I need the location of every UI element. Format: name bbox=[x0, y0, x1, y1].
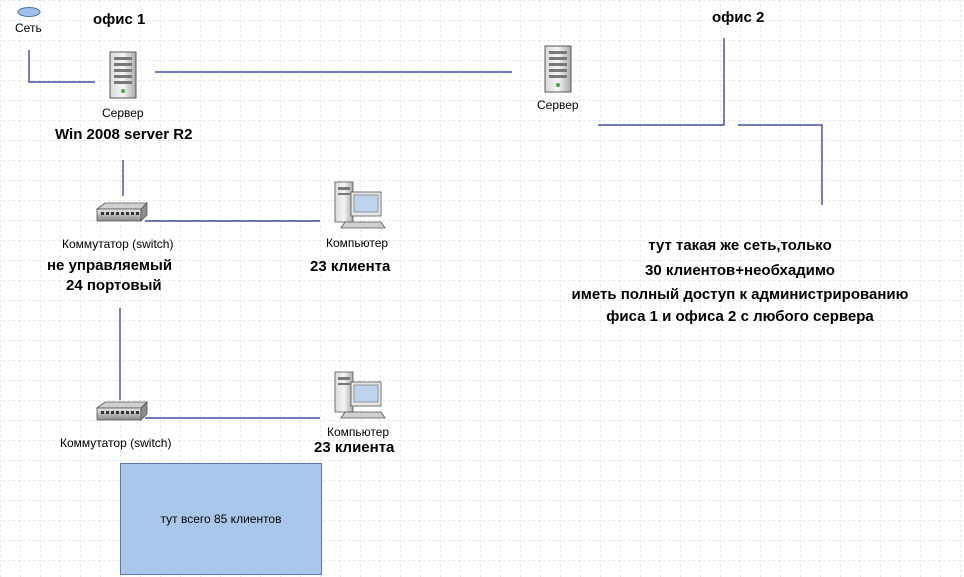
connections bbox=[28, 38, 823, 419]
office2-note-line4: фиса 1 и офиса 2 с любого сервера bbox=[606, 308, 874, 325]
computer2-label: Компьютер bbox=[327, 425, 390, 439]
line-office2-wan bbox=[598, 38, 725, 126]
server2-label: Сервер bbox=[537, 98, 579, 112]
office2-title: офис 2 bbox=[712, 9, 765, 26]
cloud-icon[interactable] bbox=[17, 7, 41, 17]
computer-icon-1[interactable] bbox=[334, 181, 386, 229]
switch1-label: Коммутатор (switch) bbox=[62, 237, 174, 251]
line-office2-lan bbox=[738, 124, 823, 205]
computer-icon-2[interactable] bbox=[334, 371, 386, 419]
computer1-label: Компьютер bbox=[326, 236, 389, 250]
switch1-desc-line1: не управляемый bbox=[47, 257, 173, 274]
office2-note-line2: 30 клиентов+необхадимо bbox=[645, 262, 835, 279]
switch1-desc-line2: 24 портовый bbox=[66, 277, 162, 294]
total-clients-note[interactable]: тут всего 85 клиентов bbox=[120, 463, 322, 575]
switch2-label: Коммутатор (switch) bbox=[60, 436, 172, 450]
server1-os-label: Win 2008 server R2 bbox=[55, 126, 193, 143]
server-icon-office1[interactable] bbox=[109, 51, 137, 99]
switch-icon-2[interactable] bbox=[95, 401, 148, 421]
office2-note-line1: тут такая же сеть,только bbox=[648, 237, 832, 254]
computer1-clients: 23 клиента bbox=[310, 258, 391, 275]
server1-label: Сервер bbox=[102, 106, 144, 120]
computer2-clients: 23 клиента bbox=[314, 439, 395, 456]
office2-note-line3: иметь полный доступ к администрированию bbox=[571, 286, 909, 303]
office1-title: офис 1 bbox=[93, 11, 146, 28]
total-clients-text: тут всего 85 клиентов bbox=[160, 512, 282, 526]
line-network-server1 bbox=[28, 50, 95, 83]
server-icon-office2[interactable] bbox=[544, 45, 572, 93]
switch-icon-1[interactable] bbox=[95, 202, 148, 222]
network-label: Сеть bbox=[15, 21, 42, 35]
